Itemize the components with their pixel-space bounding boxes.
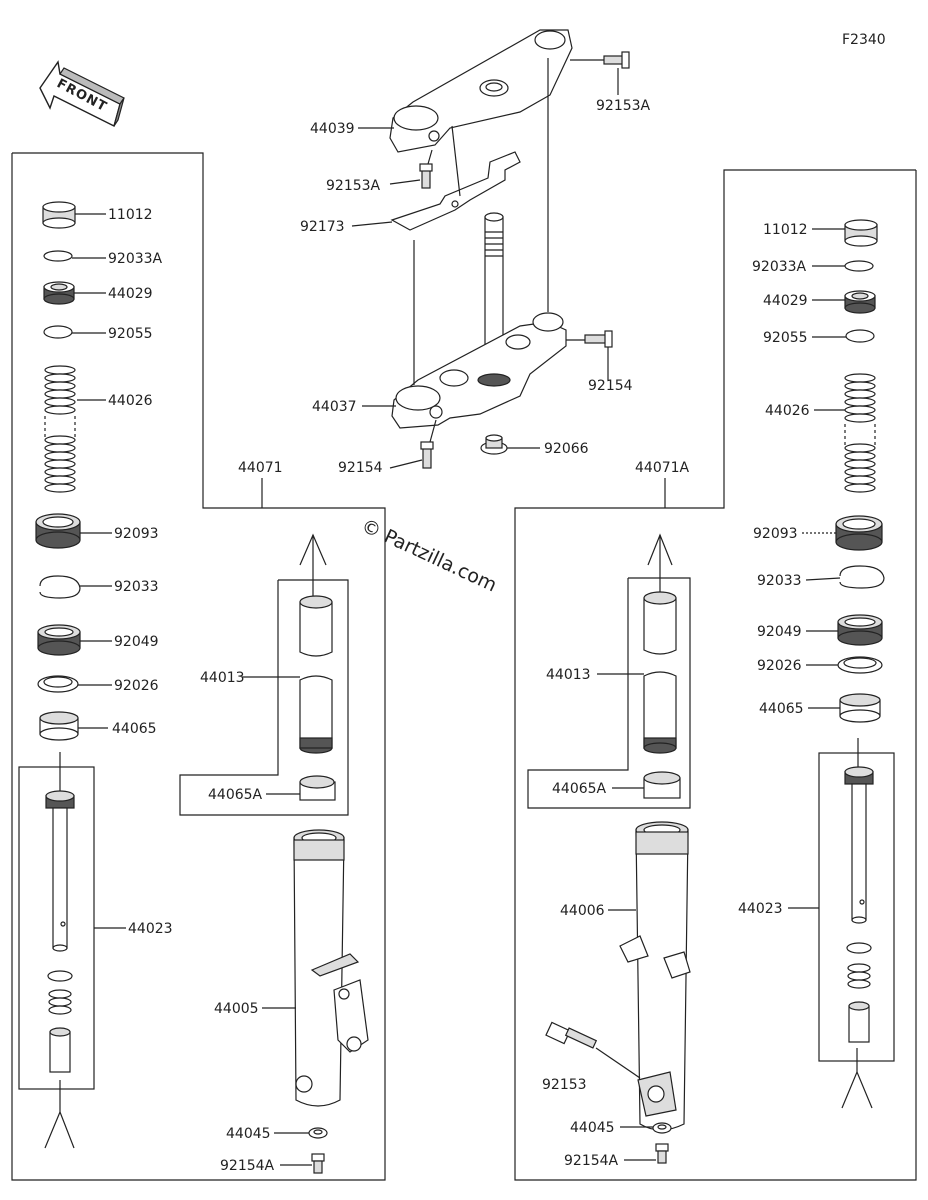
right-inner-tube-box bbox=[527, 577, 691, 809]
callout-l-44065: 44065 bbox=[112, 721, 157, 737]
callout-l-92033a: 92033A bbox=[108, 251, 163, 267]
right-axle-bolt bbox=[545, 1021, 598, 1049]
callout-44071: 44071 bbox=[238, 460, 283, 476]
right-spring bbox=[844, 373, 876, 493]
left-inner-tube bbox=[299, 595, 333, 754]
callout-l-92093: 92093 bbox=[114, 526, 159, 542]
callout-92066: 92066 bbox=[544, 441, 589, 457]
left-oil-seal bbox=[35, 513, 81, 549]
callout-l-92049: 92049 bbox=[114, 634, 159, 650]
lower-pinch-bolt bbox=[420, 441, 434, 469]
callout-labels: 44039 92153A 92153A 92173 44037 92154 92… bbox=[108, 98, 810, 1174]
right-seal2 bbox=[837, 614, 883, 646]
callout-r-44029: 44029 bbox=[763, 293, 808, 309]
upper-bracket bbox=[389, 29, 573, 153]
right-gasket bbox=[652, 1122, 672, 1134]
callout-l-44045: 44045 bbox=[226, 1126, 271, 1142]
stem-nut bbox=[480, 434, 508, 455]
callout-44037: 44037 bbox=[312, 399, 357, 415]
callout-l-92033: 92033 bbox=[114, 579, 159, 595]
left-circlip bbox=[39, 575, 81, 599]
left-damper-rod bbox=[45, 790, 75, 1073]
left-cap bbox=[42, 201, 76, 229]
left-outer-tube bbox=[293, 829, 369, 1107]
callout-r-44013: 44013 bbox=[546, 667, 591, 683]
callout-r-44023: 44023 bbox=[738, 901, 783, 917]
left-washer bbox=[37, 675, 79, 693]
left-seal2 bbox=[37, 624, 81, 656]
front-arrow-icon: FRONT bbox=[39, 60, 125, 128]
callout-r-92055: 92055 bbox=[763, 330, 808, 346]
watermark: © Partzilla.com bbox=[358, 515, 500, 597]
leader-lines bbox=[72, 127, 846, 1166]
callout-92173: 92173 bbox=[300, 219, 345, 235]
right-oil-seal bbox=[835, 515, 883, 551]
callout-44039: 44039 bbox=[310, 121, 355, 137]
callout-l-92154a: 92154A bbox=[220, 1158, 275, 1174]
left-oring bbox=[43, 325, 73, 339]
callout-l-92026: 92026 bbox=[114, 678, 159, 694]
callout-r-92026: 92026 bbox=[757, 658, 802, 674]
left-plug bbox=[43, 281, 75, 305]
callout-r-92049: 92049 bbox=[757, 624, 802, 640]
callout-92153a-top: 92153A bbox=[596, 98, 651, 114]
left-bottom-bolt bbox=[311, 1153, 325, 1174]
callout-l-11012: 11012 bbox=[108, 207, 153, 223]
right-circlip bbox=[839, 565, 885, 589]
right-plug bbox=[844, 290, 876, 314]
right-damper-rod bbox=[844, 766, 874, 1043]
callout-l-44013: 44013 bbox=[200, 670, 245, 686]
callout-l-44023: 44023 bbox=[128, 921, 173, 937]
callout-92154-left: 92154 bbox=[338, 460, 383, 476]
callout-44071a: 44071A bbox=[635, 460, 690, 476]
callout-r-44065: 44065 bbox=[759, 701, 804, 717]
callout-r-92033: 92033 bbox=[757, 573, 802, 589]
right-bottom-bolt bbox=[655, 1143, 669, 1164]
callout-l-92055: 92055 bbox=[108, 326, 153, 342]
callout-r-92154a: 92154A bbox=[564, 1153, 619, 1169]
left-guide-bushing bbox=[299, 775, 336, 801]
right-fork-group-box bbox=[514, 169, 917, 1181]
left-bushing bbox=[39, 711, 79, 741]
callout-r-92093: 92093 bbox=[753, 526, 798, 542]
callout-r-44065a: 44065A bbox=[552, 781, 607, 797]
left-gasket bbox=[308, 1127, 328, 1139]
callout-r-44026: 44026 bbox=[765, 403, 810, 419]
callout-r-92153: 92153 bbox=[542, 1077, 587, 1093]
callout-l-44005: 44005 bbox=[214, 1001, 259, 1017]
callout-92154-right: 92154 bbox=[588, 378, 633, 394]
steering-stem bbox=[484, 212, 504, 358]
right-oring bbox=[845, 329, 875, 343]
upper-pinch-bolt bbox=[419, 163, 433, 189]
right-bushing bbox=[839, 693, 881, 723]
mounting-plate bbox=[390, 151, 521, 231]
right-ring bbox=[844, 260, 874, 272]
left-ring bbox=[43, 250, 73, 262]
callout-l-44026: 44026 bbox=[108, 393, 153, 409]
right-washer bbox=[837, 656, 883, 674]
figure-code: F2340 bbox=[842, 32, 886, 48]
callout-l-44065a: 44065A bbox=[208, 787, 263, 803]
left-inner-tube-box bbox=[179, 579, 349, 816]
lower-clamp-bolt bbox=[584, 330, 613, 348]
right-outer-tube bbox=[619, 821, 691, 1131]
right-inner-tube bbox=[643, 591, 677, 754]
right-guide-bushing bbox=[643, 771, 681, 799]
left-fork-group-box bbox=[11, 152, 386, 1181]
upper-clamp-bolt bbox=[603, 51, 630, 69]
left-spring bbox=[44, 365, 76, 493]
callout-r-92033a: 92033A bbox=[752, 259, 807, 275]
callout-r-44006: 44006 bbox=[560, 903, 605, 919]
callout-l-44029: 44029 bbox=[108, 286, 153, 302]
right-cap bbox=[844, 219, 878, 247]
callout-r-11012: 11012 bbox=[763, 222, 808, 238]
lower-bracket bbox=[391, 312, 567, 429]
callout-r-44045: 44045 bbox=[570, 1120, 615, 1136]
callout-92153a-left: 92153A bbox=[326, 178, 381, 194]
